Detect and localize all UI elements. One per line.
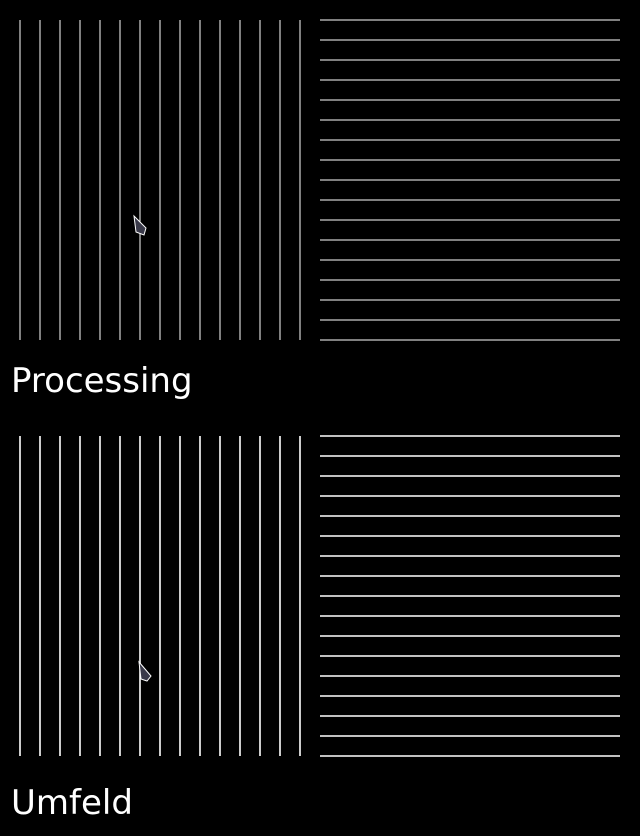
horizontal-grating	[320, 19, 620, 341]
vertical-grating	[19, 436, 301, 756]
vertical-grating	[19, 20, 301, 340]
grating-stimulus	[19, 435, 620, 757]
grating-stimulus	[19, 19, 620, 341]
panel-umfeld: Umfeld	[0, 420, 640, 836]
mouse-pointer-icon	[138, 660, 152, 682]
panel-caption: Processing	[11, 361, 193, 401]
panel-processing: Processing	[11, 19, 620, 401]
panel-caption: Umfeld	[11, 783, 133, 823]
mouse-pointer-icon	[133, 214, 147, 236]
horizontal-grating	[320, 435, 620, 757]
